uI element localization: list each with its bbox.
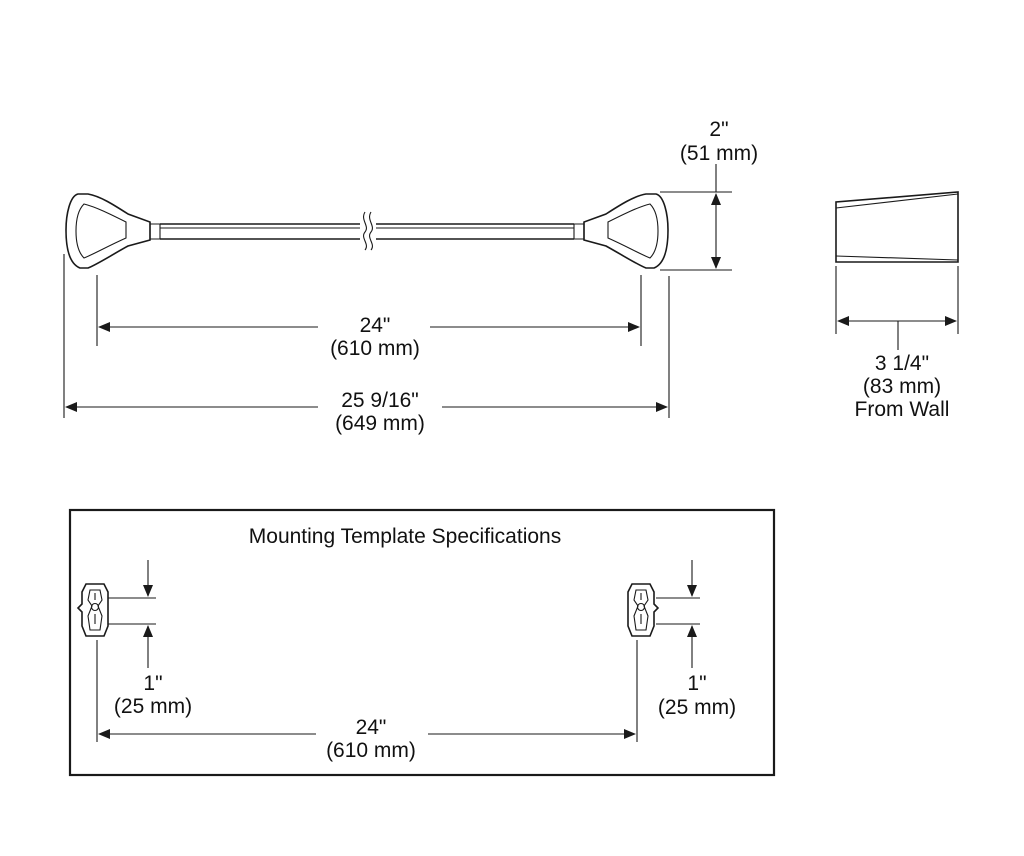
length-primary: 25 9/16" [341,389,419,412]
left-post [65,193,161,269]
left-offset-primary: 1" [143,672,162,695]
template-spacing-dimension: 24" (610 mm) [98,716,636,762]
centers-metric: (610 mm) [330,337,420,360]
right-post [573,193,669,269]
right-offset-metric: (25 mm) [658,696,736,719]
front-view: 2" (51 mm) 24" (610 mm) 25 9/16" (649 mm… [63,118,758,435]
right-mounting-bracket-icon: 1" (25 mm) [627,560,736,742]
left-offset-metric: (25 mm) [114,695,192,718]
centers-primary: 24" [360,314,391,337]
projection-metric: (83 mm) [863,375,941,398]
left-mounting-bracket-icon: 1" (25 mm) [76,560,192,742]
template-frame [68,508,776,777]
projection-note: From Wall [855,398,950,421]
mounting-template: Mounting Template Specifications 1" (25 … [68,508,776,777]
spacing-primary: 24" [356,716,387,739]
mounting-centers-dimension: 24" (610 mm) [96,275,642,360]
length-metric: (649 mm) [335,412,425,435]
projection-primary: 3 1/4" [875,352,929,375]
bar [160,211,574,251]
right-offset-primary: 1" [687,672,706,695]
template-title: Mounting Template Specifications [249,525,561,548]
height-metric: (51 mm) [680,142,758,165]
spacing-metric: (610 mm) [326,739,416,762]
height-dimension: 2" (51 mm) [660,118,758,271]
height-primary: 2" [709,118,728,141]
side-view: 3 1/4" (83 mm) From Wall [835,191,959,421]
overall-length-dimension: 25 9/16" (649 mm) [63,254,670,435]
